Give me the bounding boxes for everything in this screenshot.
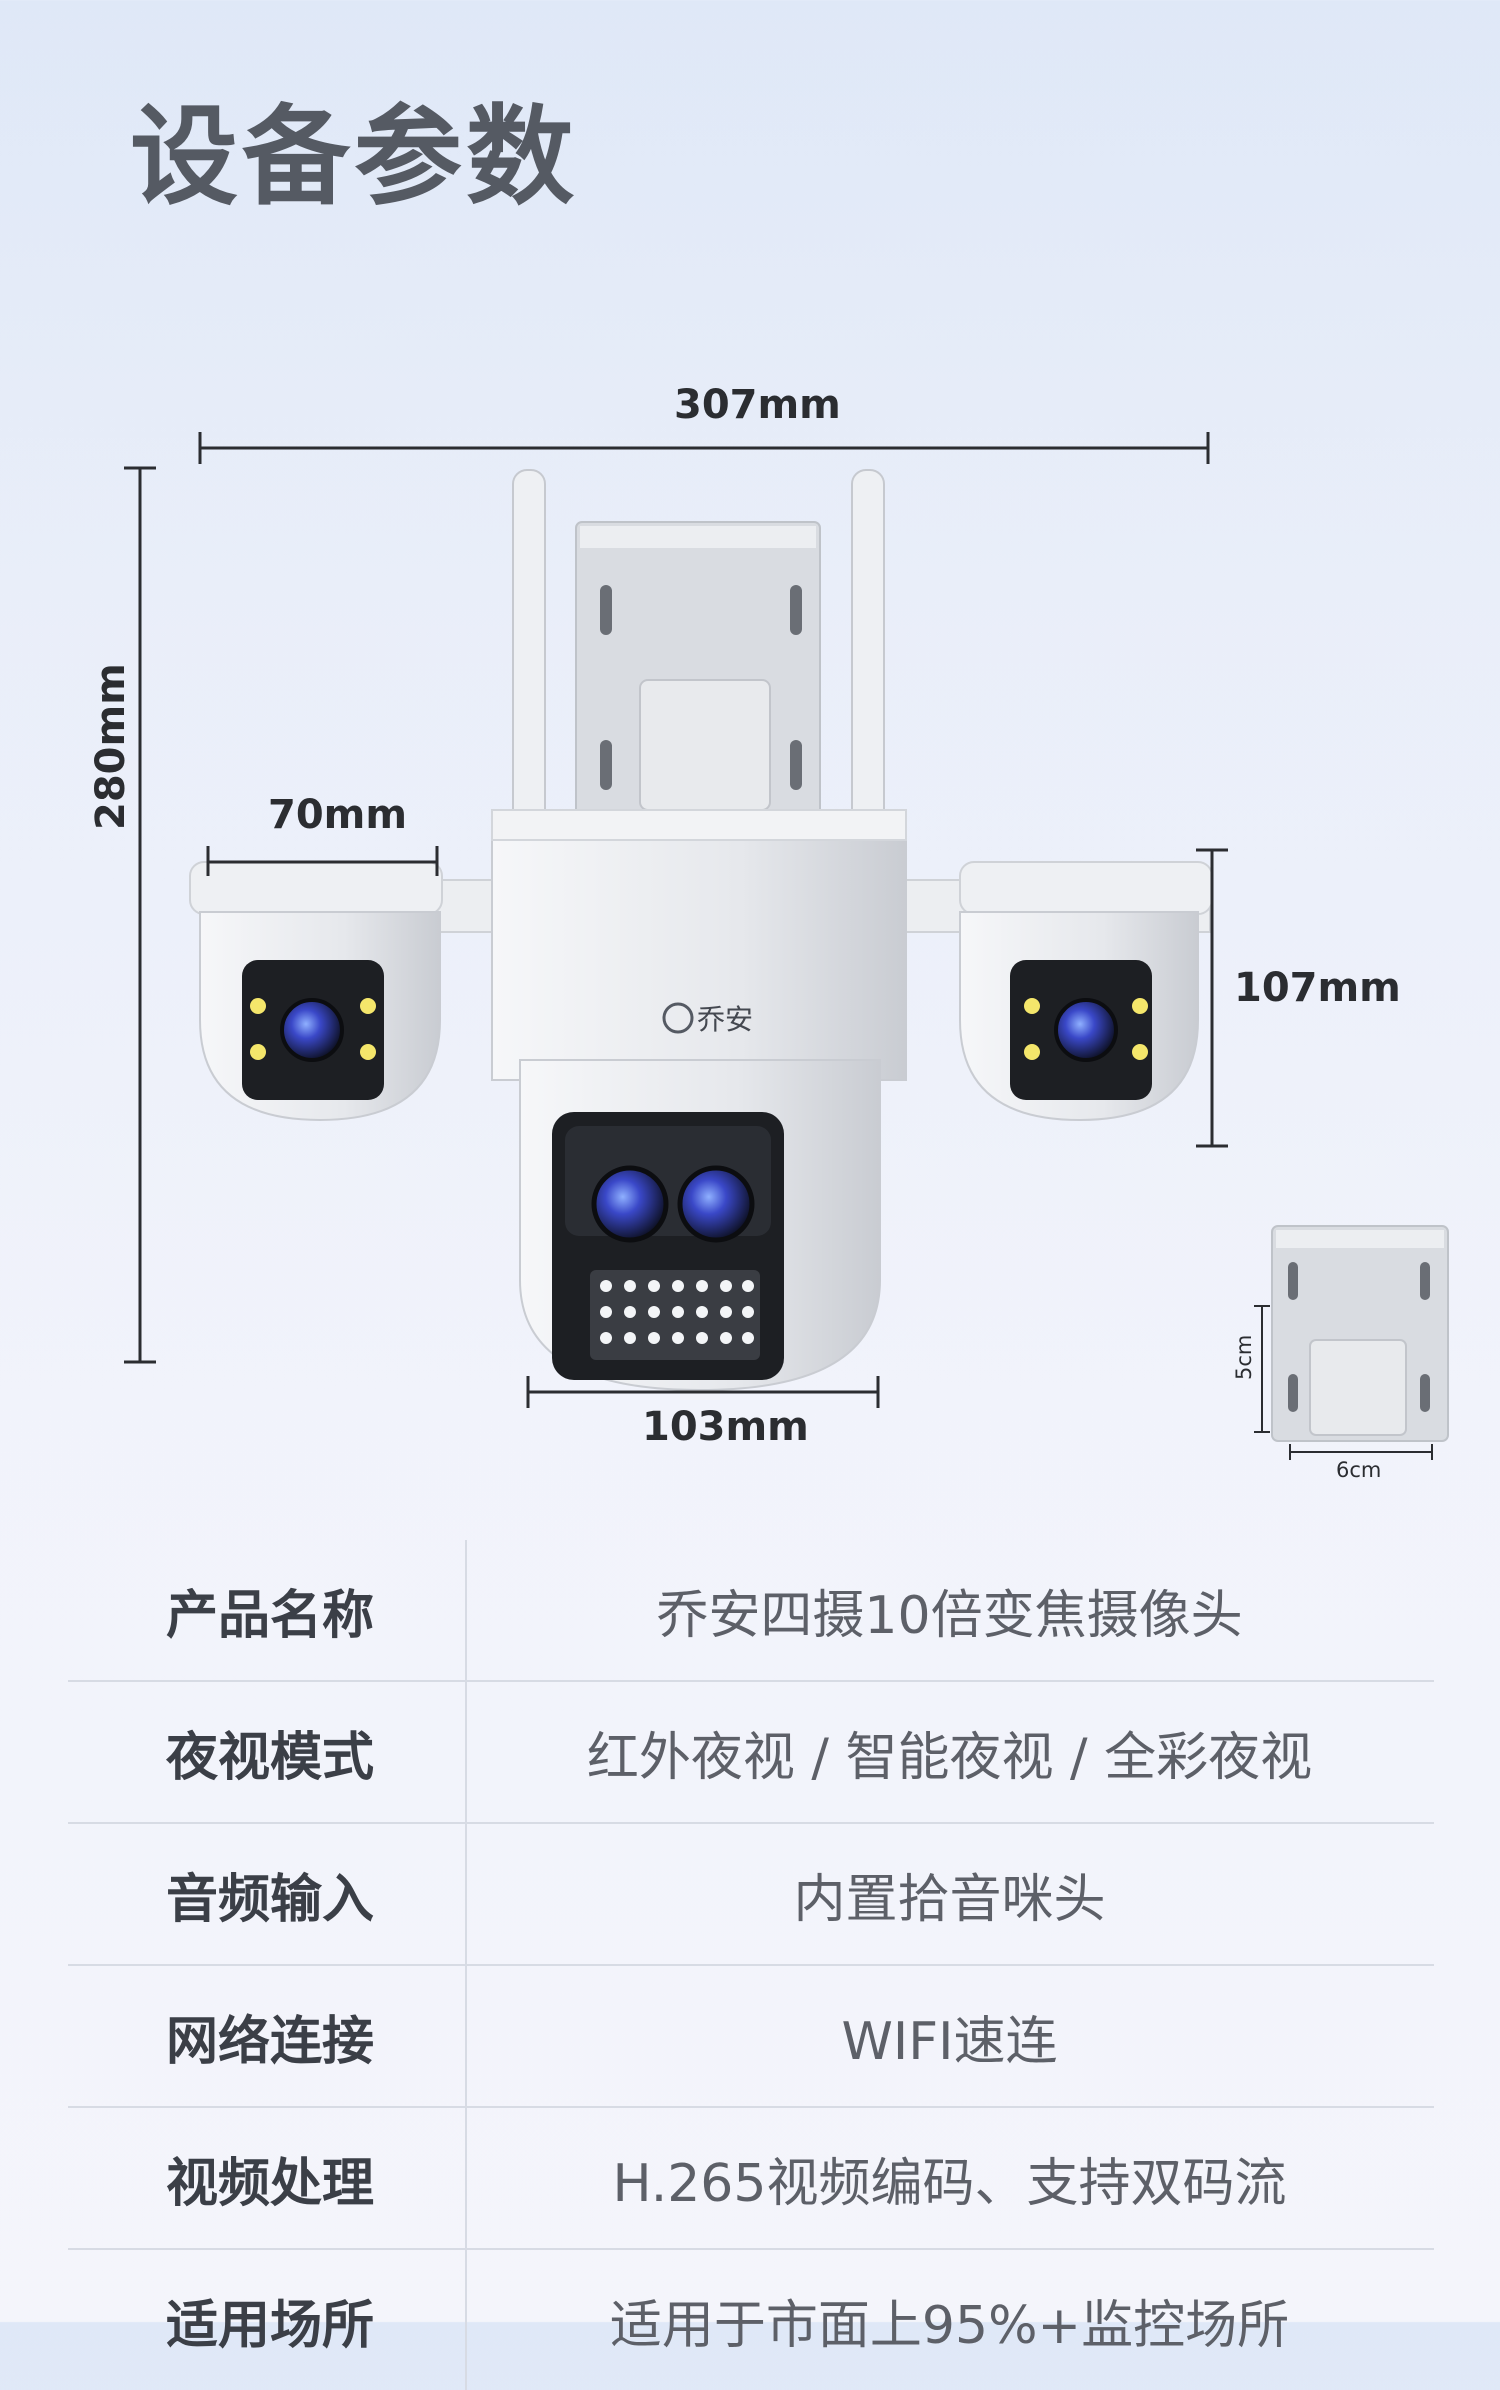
front-lens-right <box>677 1165 755 1243</box>
bracket-height-label: 5cm <box>1232 1334 1256 1380</box>
bracket-detail <box>1254 1225 1449 1460</box>
height-total-label: 280mm <box>88 663 134 830</box>
front-camera-width-line <box>526 1376 880 1408</box>
brand-logo-icon <box>662 1002 694 1034</box>
left-lens <box>280 998 344 1062</box>
brand-logo-text: 乔安 <box>697 1003 753 1036</box>
product-illustration: 乔安 <box>124 432 1449 1460</box>
mount-bracket <box>575 521 821 823</box>
spec-label: 产品名称 <box>166 1585 375 1646</box>
spec-row-applicable-places: 适用场所 适用于市面上95%+监控场所 <box>68 2250 1434 2390</box>
spec-row-product-name: 产品名称 乔安四摄10倍变焦摄像头 <box>68 1540 1434 1682</box>
spec-row-audio-input: 音频输入 内置拾音咪头 <box>68 1824 1434 1966</box>
spec-label: 网络连接 <box>166 2011 375 2072</box>
spec-value: 适用于市面上95%+监控场所 <box>609 2295 1290 2356</box>
front-lens-left <box>591 1165 669 1243</box>
width-total-label: 307mm <box>674 382 841 428</box>
front-dome-camera <box>519 1059 881 1392</box>
height-dimension-line <box>124 466 156 1364</box>
main-housing <box>491 809 907 1081</box>
width-dimension-line <box>198 432 1210 464</box>
spec-value: H.265视频编码、支持双码流 <box>612 2153 1287 2214</box>
page-title: 设备参数 <box>130 95 579 220</box>
antenna-left <box>512 469 546 831</box>
spec-value: 内置拾音咪头 <box>793 1869 1106 1930</box>
spec-row-network: 网络连接 WIFI速连 <box>68 1966 1434 2108</box>
left-camera-width-line <box>206 846 439 876</box>
spec-value: 红外夜视 / 智能夜视 / 全彩夜视 <box>586 1727 1313 1788</box>
spec-row-video-processing: 视频处理 H.265视频编码、支持双码流 <box>68 2108 1434 2250</box>
spec-label: 音频输入 <box>166 1869 375 1930</box>
spec-label: 视频处理 <box>166 2153 375 2214</box>
spec-value: 乔安四摄10倍变焦摄像头 <box>656 1585 1243 1646</box>
spec-row-night-vision: 夜视模式 红外夜视 / 智能夜视 / 全彩夜视 <box>68 1682 1434 1824</box>
right-side-camera <box>959 861 1213 1122</box>
spec-label: 适用场所 <box>166 2295 375 2356</box>
spec-value: WIFI速连 <box>841 2011 1058 2072</box>
side-camera-width-label: 70mm <box>268 792 408 838</box>
spec-label: 夜视模式 <box>166 1727 375 1788</box>
right-camera-height-line <box>1196 848 1228 1148</box>
left-side-camera <box>189 861 443 1122</box>
side-camera-height-label: 107mm <box>1234 965 1401 1011</box>
bracket-width-label: 6cm <box>1336 1458 1382 1482</box>
right-lens <box>1054 998 1118 1062</box>
antenna-right <box>851 469 885 831</box>
spec-table: 产品名称 乔安四摄10倍变焦摄像头 夜视模式 红外夜视 / 智能夜视 / 全彩夜… <box>68 1540 1434 2390</box>
led-array <box>590 1270 760 1360</box>
front-camera-width-label: 103mm <box>642 1404 809 1450</box>
